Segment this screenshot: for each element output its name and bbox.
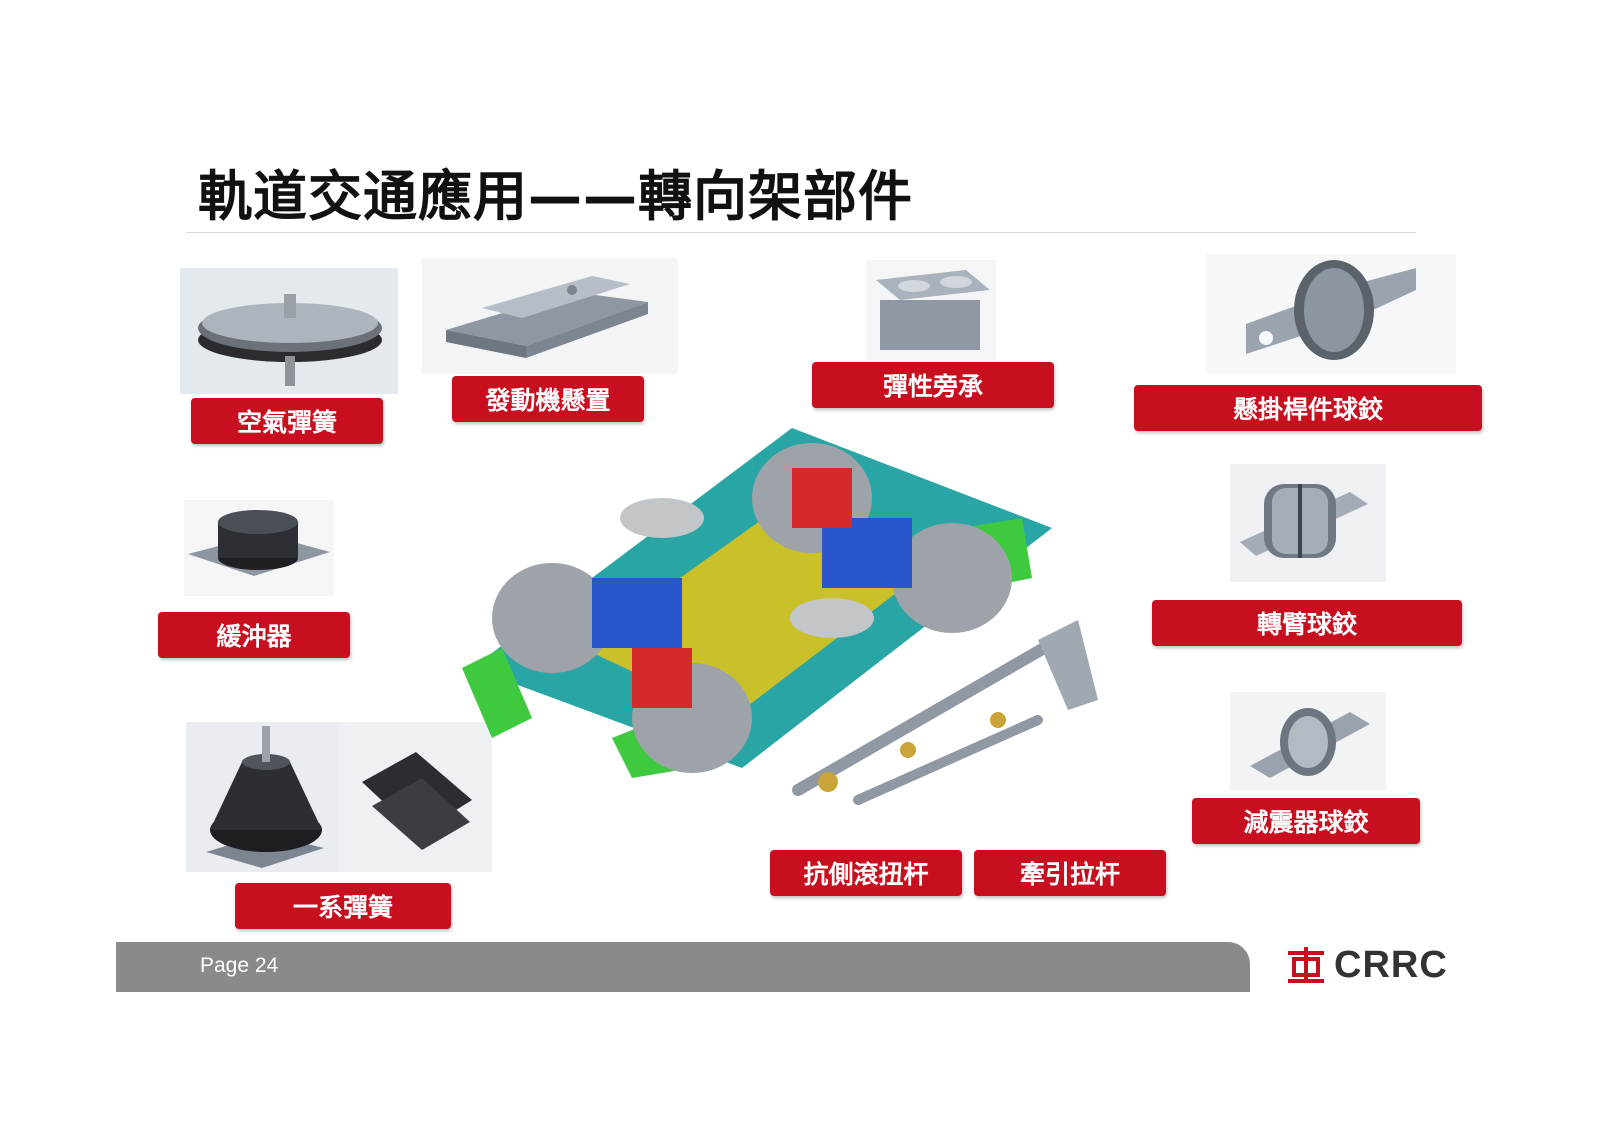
- title-divider: [186, 232, 1416, 233]
- suspension-rod-joint-label: 懸掛桿件球鉸: [1134, 385, 1482, 431]
- air-spring-label: 空氣彈簧: [191, 398, 383, 444]
- anti-roll-bar-label: 抗側滾扭杆: [770, 850, 962, 896]
- page-number: Page 24: [200, 954, 279, 977]
- damper-joint-label: 減震器球鉸: [1192, 798, 1420, 844]
- traction-rod-label: 牽引拉杆: [974, 850, 1166, 896]
- logo-text: CRRC: [1334, 943, 1448, 986]
- suspension-rod-joint-image: [1206, 254, 1456, 374]
- bogie-assembly-image: [462, 418, 1062, 788]
- arm-joint-image: [1230, 464, 1386, 582]
- buffer-image: [184, 500, 334, 596]
- buffer-label: 緩沖器: [158, 612, 350, 658]
- crrc-logo: CRRC: [1286, 940, 1448, 990]
- damper-joint-image: [1230, 692, 1386, 790]
- arm-joint-label: 轉臂球鉸: [1152, 600, 1462, 646]
- rods-image: [788, 620, 1118, 840]
- elastic-side-bearing-image: [866, 260, 996, 360]
- air-spring-image: [180, 268, 398, 394]
- crrc-emblem-icon: [1288, 947, 1324, 983]
- footer-bar: Page 24: [116, 942, 1250, 992]
- engine-mount-label: 發動機懸置: [452, 376, 644, 422]
- primary-spring-label: 一系彈簧: [235, 883, 451, 929]
- elastic-side-bearing-label: 彈性旁承: [812, 362, 1054, 408]
- primary-spring-image: [186, 722, 492, 872]
- page-title: 軌道交通應用——轉向架部件: [198, 165, 913, 228]
- engine-mount-image: [422, 258, 678, 374]
